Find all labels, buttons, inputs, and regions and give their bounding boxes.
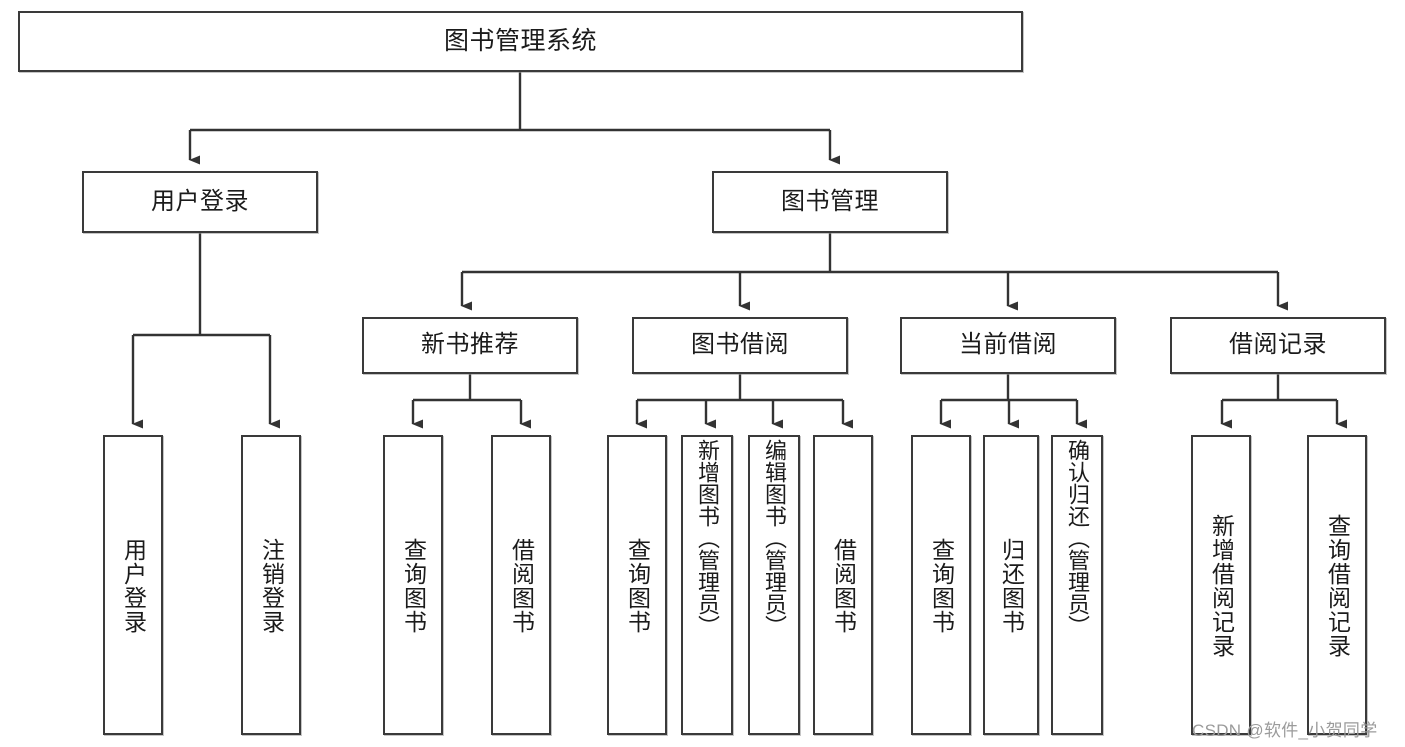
node-current-borrow[interactable]: 当前借阅: [900, 317, 1116, 374]
node-label: 图书管理系统: [443, 26, 597, 55]
node-label: 当前借阅: [959, 331, 1057, 359]
leaf-cb-return-book[interactable]: 归还图书: [983, 435, 1039, 735]
node-label: 注销登录: [258, 538, 285, 634]
node-label: 查询图书: [624, 538, 651, 634]
node-book-borrow[interactable]: 图书借阅: [632, 317, 848, 374]
node-label: 查询图书: [928, 538, 955, 634]
leaf-logout[interactable]: 注销登录: [241, 435, 301, 735]
node-root-book-management-system[interactable]: 图书管理系统: [18, 11, 1023, 72]
node-label: 新增借阅记录: [1208, 514, 1235, 658]
node-label: 图书借阅: [691, 331, 789, 359]
node-label: 借阅图书: [830, 538, 857, 634]
leaf-bb-edit-book-admin[interactable]: 编辑图书（管理员）: [748, 435, 800, 735]
node-user-login[interactable]: 用户登录: [82, 171, 318, 233]
leaf-cb-confirm-return-admin[interactable]: 确认归还（管理员）: [1051, 435, 1103, 735]
node-book-management[interactable]: 图书管理: [712, 171, 948, 233]
leaf-bb-borrow-book[interactable]: 借阅图书: [813, 435, 873, 735]
node-label: 图书管理: [781, 187, 879, 215]
node-label: 新书推荐: [421, 331, 519, 359]
leaf-br-query-record[interactable]: 查询借阅记录: [1307, 435, 1367, 735]
node-label: 新增图书（管理员）: [695, 439, 720, 637]
leaf-bb-add-book-admin[interactable]: 新增图书（管理员）: [681, 435, 733, 735]
leaf-cb-query-book[interactable]: 查询图书: [911, 435, 971, 735]
node-label: 编辑图书（管理员）: [762, 439, 787, 637]
leaf-bb-query-book[interactable]: 查询图书: [607, 435, 667, 735]
node-label: 归还图书: [998, 538, 1025, 634]
leaf-nb-query-book[interactable]: 查询图书: [383, 435, 443, 735]
node-new-book-recommend[interactable]: 新书推荐: [362, 317, 578, 374]
node-label: 查询图书: [400, 538, 427, 634]
node-label: 借阅图书: [508, 538, 535, 634]
node-label: 查询借阅记录: [1324, 514, 1351, 658]
node-label: 用户登录: [120, 538, 147, 634]
node-label: 确认归还（管理员）: [1065, 439, 1090, 637]
csdn-watermark: CSDN @软件_小贺同学: [1192, 721, 1378, 740]
leaf-user-login[interactable]: 用户登录: [103, 435, 163, 735]
leaf-nb-borrow-book[interactable]: 借阅图书: [491, 435, 551, 735]
node-borrow-record[interactable]: 借阅记录: [1170, 317, 1386, 374]
node-label: 借阅记录: [1229, 331, 1327, 359]
leaf-br-add-record[interactable]: 新增借阅记录: [1191, 435, 1251, 735]
node-label: 用户登录: [151, 187, 249, 215]
